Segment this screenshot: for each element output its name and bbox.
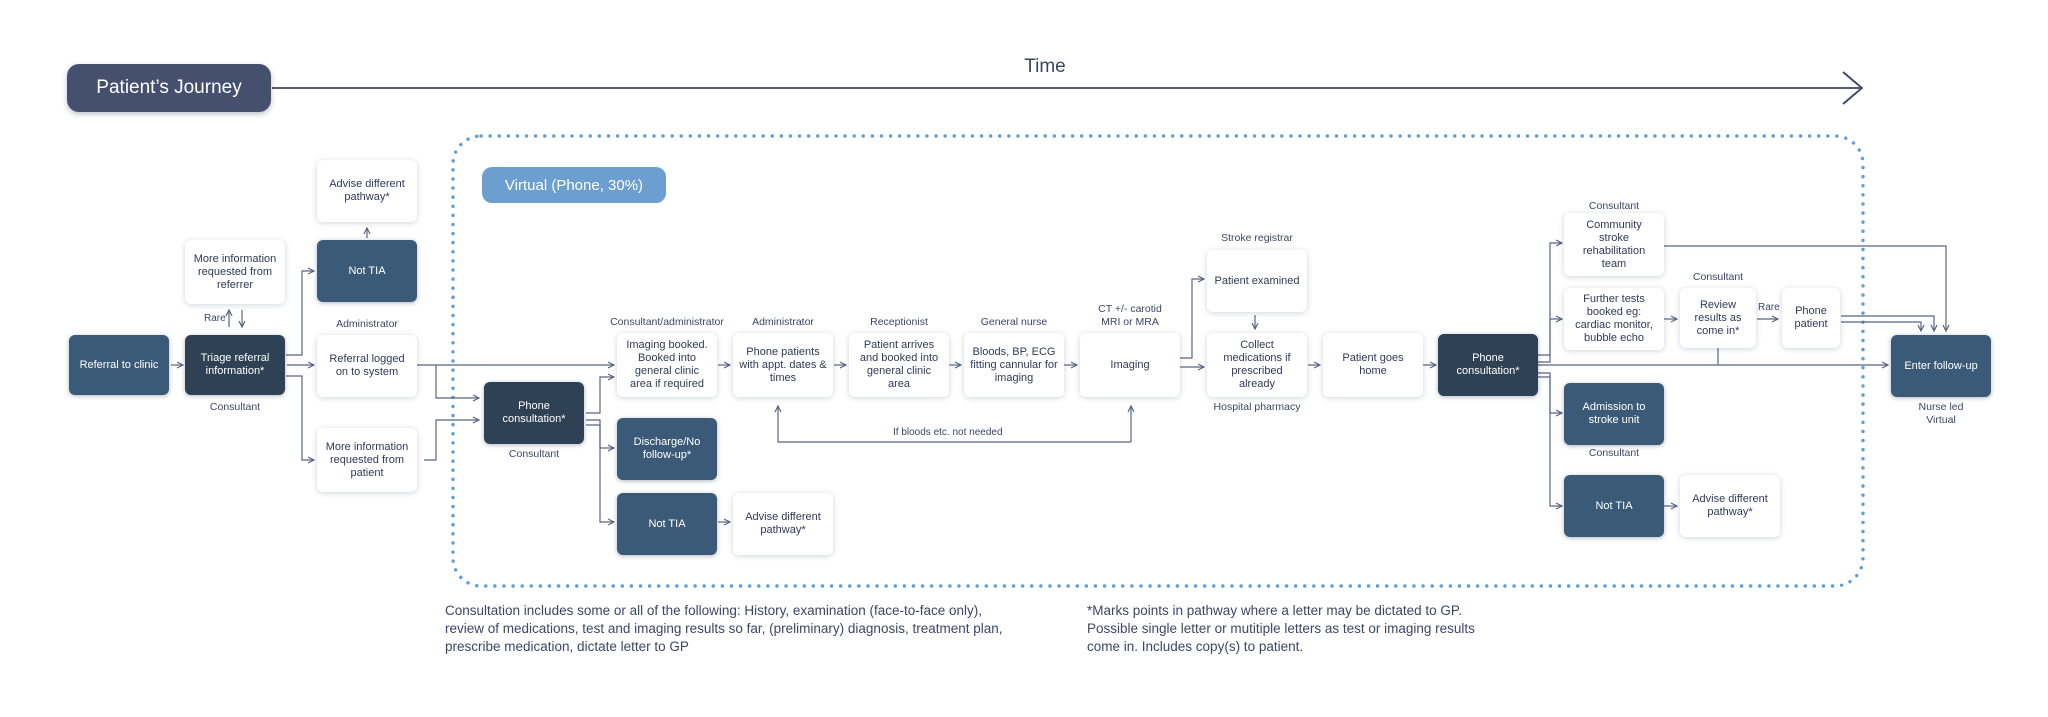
enter-follow-up[interactable]: Enter follow-up	[1891, 335, 1991, 397]
referral-to-clinic[interactable]: Referral to clinic	[69, 335, 169, 395]
community-stroke-team[interactable]: Community stroke rehabilitation team	[1564, 213, 1664, 276]
phone-patients-appt[interactable]: Phone patients with appt. dates & times	[733, 333, 833, 397]
discharge-no-followup[interactable]: Discharge/No follow-up*	[617, 418, 717, 480]
edge-label-rare-left: Rare	[204, 313, 226, 324]
role-receptionist: Receptionist	[870, 316, 928, 328]
triage-referral[interactable]: Triage referral information*	[185, 335, 285, 395]
edge-label-bloods-not-needed: If bloods etc. not needed	[893, 427, 1003, 438]
asterisk-footnote: *Marks points in pathway where a letter …	[1087, 602, 1567, 656]
not-tia-mid[interactable]: Not TIA	[617, 493, 717, 555]
virtual-region	[451, 134, 1865, 588]
consultation-footnote: Consultation includes some or all of the…	[445, 602, 1065, 656]
consultation-footnote-line-1: Consultation includes some or all of the…	[445, 603, 983, 618]
role-administrator-logged: Administrator	[336, 318, 398, 330]
role-consultant-phone1: Consultant	[508, 448, 560, 460]
consultation-footnote-line-3: prescribe medication, dictate letter to …	[445, 639, 689, 654]
patient-arrives[interactable]: Patient arrives and booked into general …	[849, 333, 949, 397]
admission-stroke-unit[interactable]: Admission to stroke unit	[1564, 383, 1664, 445]
role-general-nurse: General nurse	[980, 316, 1048, 328]
asterisk-footnote-line-2: Possible single letter or mutitiple lett…	[1087, 621, 1475, 636]
referral-logged[interactable]: Referral logged on to system	[317, 335, 417, 397]
role-consultant-community: Consultant	[1588, 200, 1640, 212]
role-consultant-review: Consultant	[1692, 271, 1744, 283]
role-consultant-triage: Consultant	[209, 401, 261, 413]
bloods-bp-ecg[interactable]: Bloods, BP, ECG fitting cannular for ima…	[964, 333, 1064, 397]
asterisk-footnote-line-1: *Marks points in pathway where a letter …	[1087, 603, 1462, 618]
imaging[interactable]: Imaging	[1080, 333, 1180, 397]
role-virtual: Virtual	[1926, 414, 1956, 426]
further-tests-booked[interactable]: Further tests booked eg: cardiac monitor…	[1564, 288, 1664, 350]
not-tia-top[interactable]: Not TIA	[317, 240, 417, 302]
virtual-phone-label: Virtual (Phone, 30%)	[482, 167, 666, 203]
role-hospital-pharmacy: Hospital pharmacy	[1213, 401, 1301, 413]
time-axis-label: Time	[1024, 56, 1066, 77]
role-mri-mra: MRI or MRA	[1101, 316, 1159, 328]
consultation-footnote-line-2: review of medications, test and imaging …	[445, 621, 1003, 636]
role-consultant-administrator: Consultant/administrator	[610, 316, 724, 328]
collect-medications[interactable]: Collect medications if prescribed alread…	[1207, 333, 1307, 397]
advise-different-pathway-mid[interactable]: Advise different pathway*	[733, 493, 833, 555]
edge-label-rare-right: Rare	[1758, 302, 1780, 313]
advise-different-pathway-top[interactable]: Advise different pathway*	[317, 160, 417, 222]
patient-examined[interactable]: Patient examined	[1207, 250, 1307, 312]
more-info-patient[interactable]: More information requested from patient	[317, 428, 417, 492]
not-tia-right[interactable]: Not TIA	[1564, 475, 1664, 537]
role-administrator-phone: Administrator	[752, 316, 814, 328]
patients-journey-title: Patient’s Journey	[67, 64, 271, 112]
phone-consultation-1[interactable]: Phone consultation*	[484, 382, 584, 444]
imaging-booked[interactable]: Imaging booked. Booked into general clin…	[617, 333, 717, 397]
patient-goes-home[interactable]: Patient goes home	[1323, 333, 1423, 397]
review-results[interactable]: Review results as come in*	[1680, 288, 1756, 348]
more-info-referrer[interactable]: More information requested from referrer	[185, 240, 285, 304]
role-ct-carotid: CT +/- carotid	[1098, 303, 1162, 315]
phone-consultation-2[interactable]: Phone consultation*	[1438, 334, 1538, 396]
advise-different-pathway-right[interactable]: Advise different pathway*	[1680, 475, 1780, 537]
role-stroke-registrar: Stroke registrar	[1221, 232, 1293, 244]
role-consultant-admission: Consultant	[1588, 447, 1640, 459]
phone-patient[interactable]: Phone patient	[1782, 288, 1840, 348]
role-nurse-led: Nurse led	[1918, 401, 1964, 413]
asterisk-footnote-line-3: come in. Includes copy(s) to patient.	[1087, 639, 1304, 654]
